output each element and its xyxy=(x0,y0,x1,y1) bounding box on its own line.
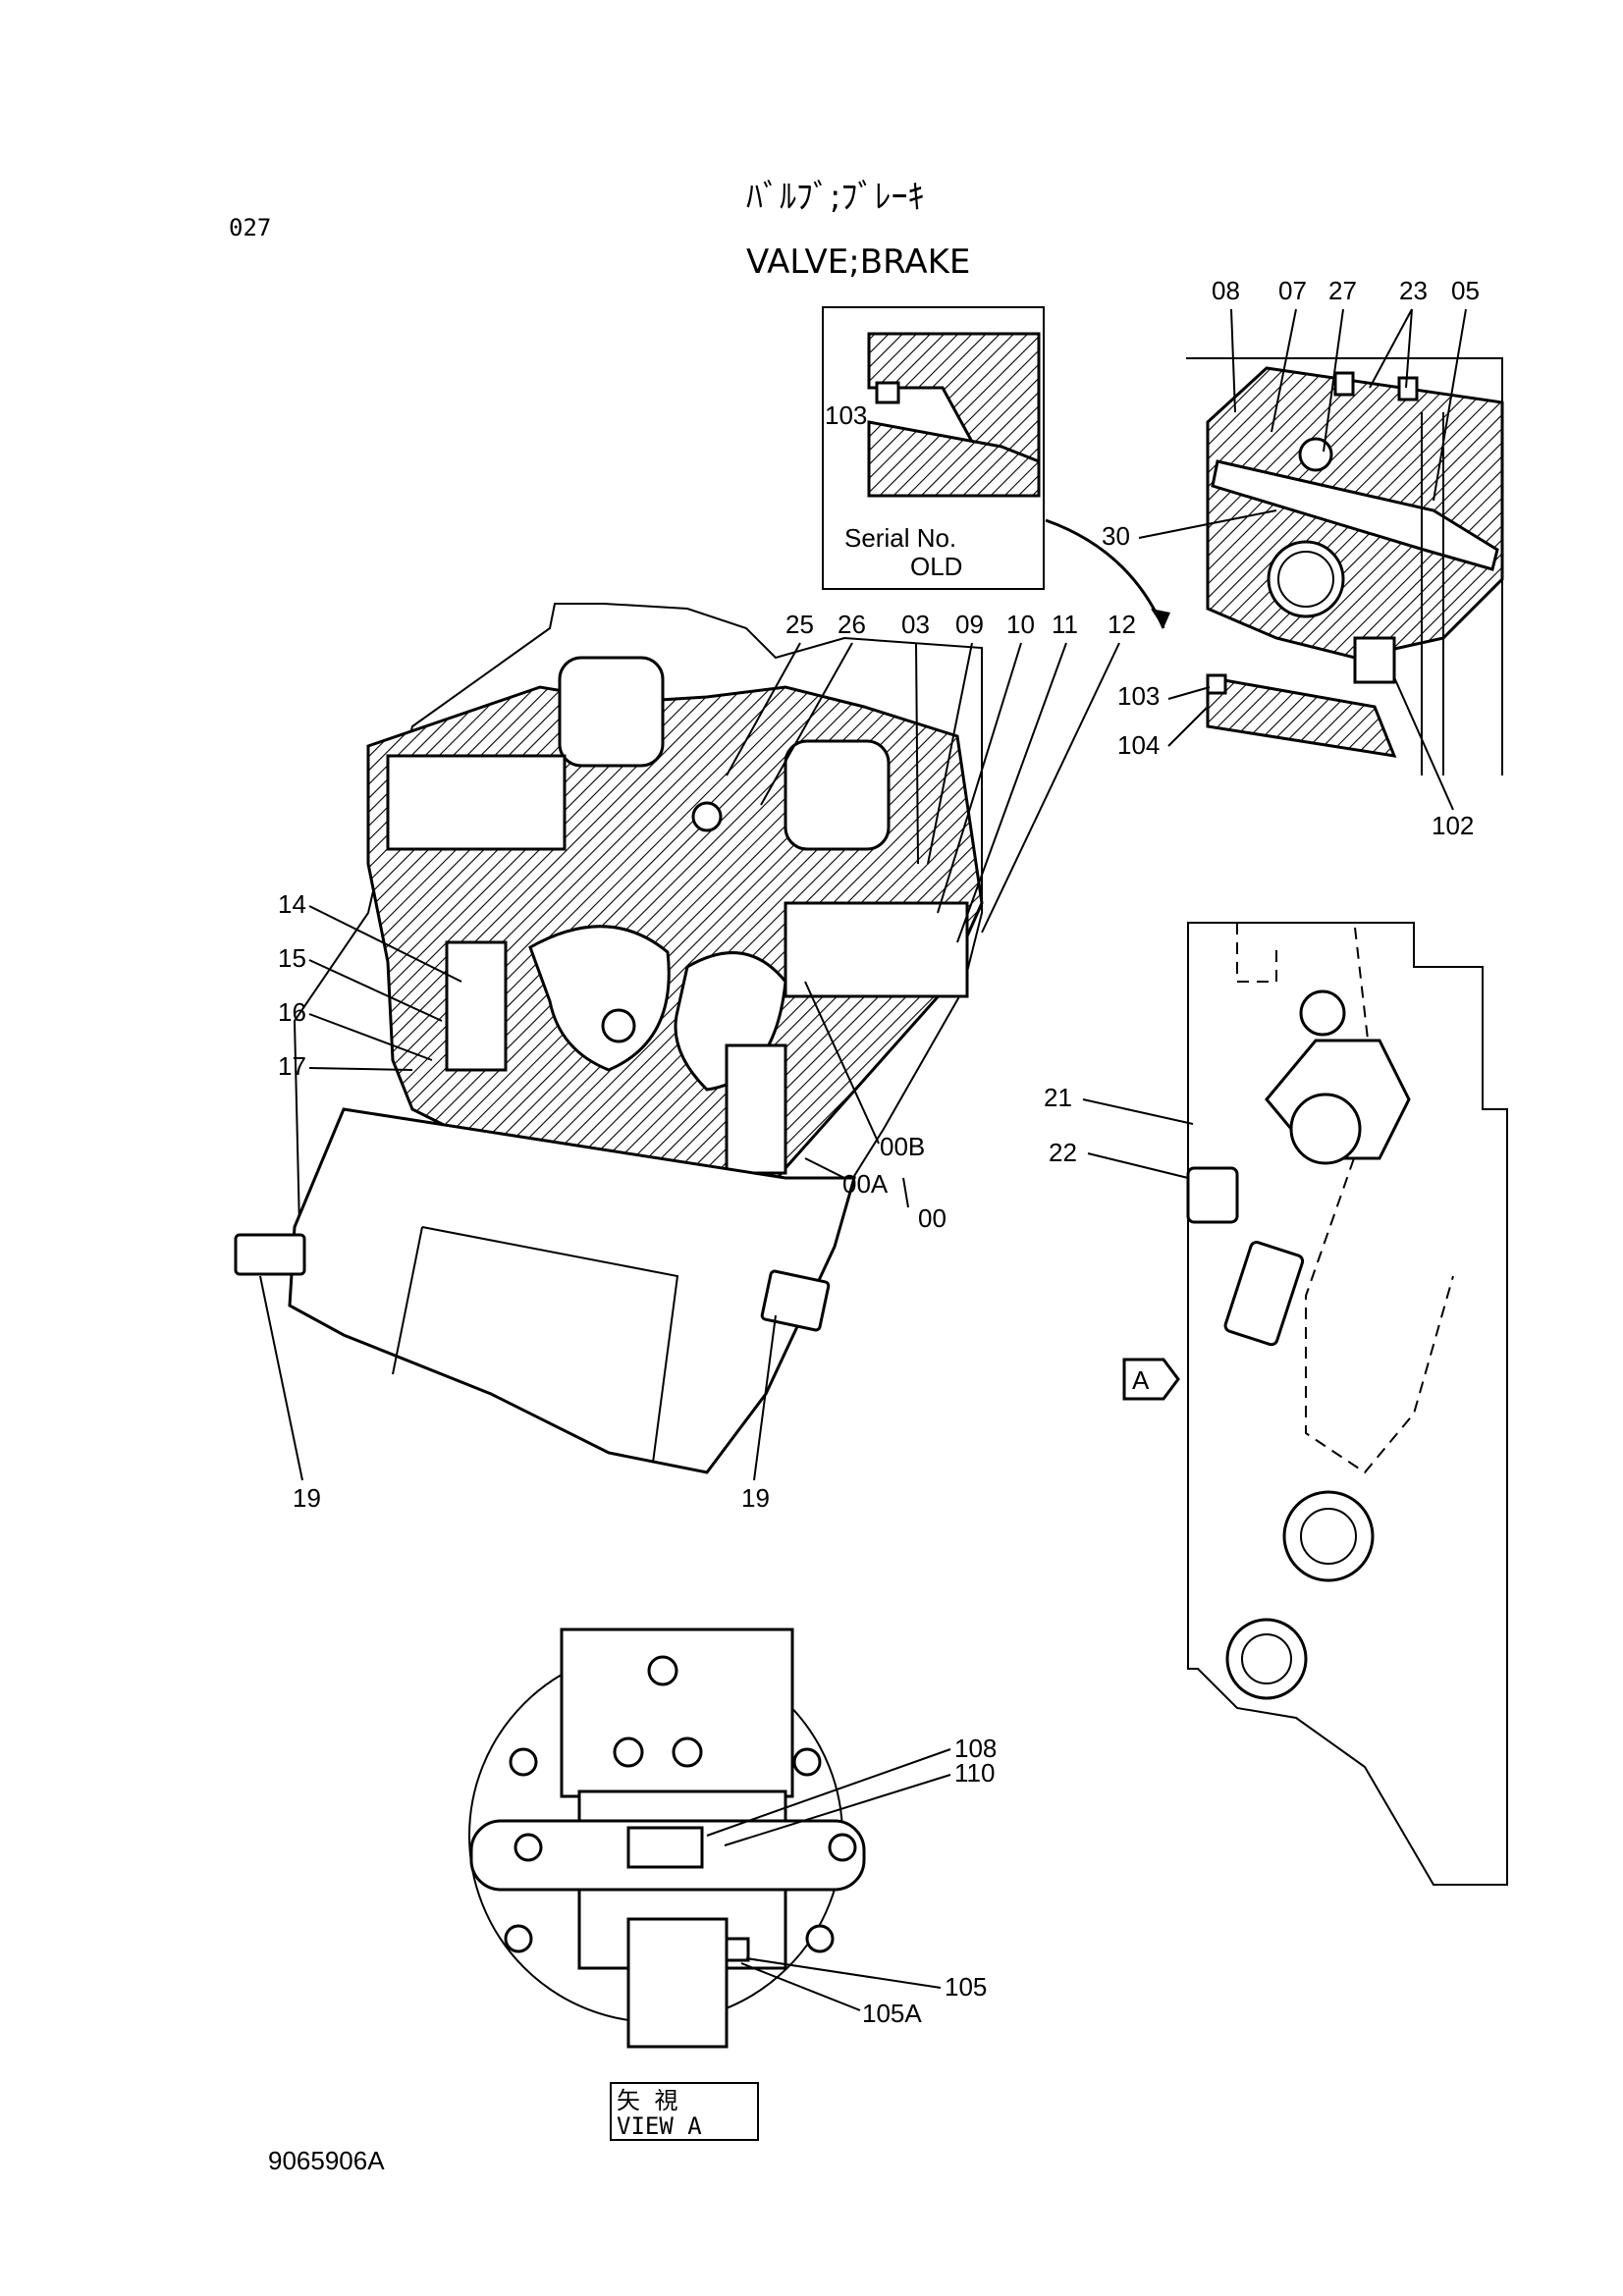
detail-label-102: 102 xyxy=(1432,811,1474,840)
main-cross-section: 25 26 03 09 10 11 12 14 15 16 17 00B 00A… xyxy=(234,603,1136,1513)
view-label-japanese: 矢 視 xyxy=(617,2087,677,2114)
label-108: 108 xyxy=(954,1734,997,1763)
page-number: 027 xyxy=(229,214,271,241)
label-09: 09 xyxy=(955,610,984,639)
label-110: 110 xyxy=(954,1758,995,1788)
detail-label-07: 07 xyxy=(1278,276,1307,305)
view-arrow-A: A xyxy=(1132,1365,1150,1395)
label-03: 03 xyxy=(901,610,930,639)
serial-value: OLD xyxy=(910,552,962,581)
label-10: 10 xyxy=(1006,610,1035,639)
detail-label-103: 103 xyxy=(1117,681,1160,711)
view-label-english: VIEW A xyxy=(617,2112,702,2140)
label-22: 22 xyxy=(1049,1138,1077,1167)
serial-label: Serial No. xyxy=(844,523,956,553)
label-19-right: 19 xyxy=(741,1483,770,1513)
title-english: VALVE;BRAKE xyxy=(746,242,970,282)
title-japanese: ﾊﾞﾙﾌﾞ;ﾌﾞﾚｰｷ xyxy=(746,178,924,217)
detail-label-05: 05 xyxy=(1451,276,1480,305)
detail-label-104: 104 xyxy=(1117,730,1160,760)
detail-label-08: 08 xyxy=(1212,276,1240,305)
serial-old-inset: 103 Serial No. OLD xyxy=(822,306,1170,629)
label-14: 14 xyxy=(278,889,306,919)
detail-label-27: 27 xyxy=(1328,276,1357,305)
detail-label-30: 30 xyxy=(1102,521,1130,551)
label-12: 12 xyxy=(1108,610,1136,639)
label-25: 25 xyxy=(785,610,814,639)
side-view: 21 22 A xyxy=(1044,922,1508,1886)
label-11: 11 xyxy=(1052,610,1078,639)
label-17: 17 xyxy=(278,1051,306,1081)
label-105A: 105A xyxy=(862,1999,922,2028)
label-19-left: 19 xyxy=(293,1483,321,1513)
inset-part-103: 103 xyxy=(825,400,867,430)
label-00B: 00B xyxy=(880,1132,925,1161)
detail-section-view: 08 07 27 23 05 30 103 104 102 xyxy=(1102,276,1504,840)
detail-label-23: 23 xyxy=(1399,276,1428,305)
label-105: 105 xyxy=(945,1972,987,2002)
label-21: 21 xyxy=(1044,1083,1072,1112)
label-15: 15 xyxy=(278,943,306,973)
label-00A: 00A xyxy=(842,1169,889,1199)
drawing-number: 9065906A xyxy=(268,2146,385,2175)
label-16: 16 xyxy=(278,997,306,1027)
label-26: 26 xyxy=(838,610,866,639)
view-a: 108 110 105 105A 矢 視 VIEW A xyxy=(468,1628,997,2141)
label-00: 00 xyxy=(918,1203,947,1233)
